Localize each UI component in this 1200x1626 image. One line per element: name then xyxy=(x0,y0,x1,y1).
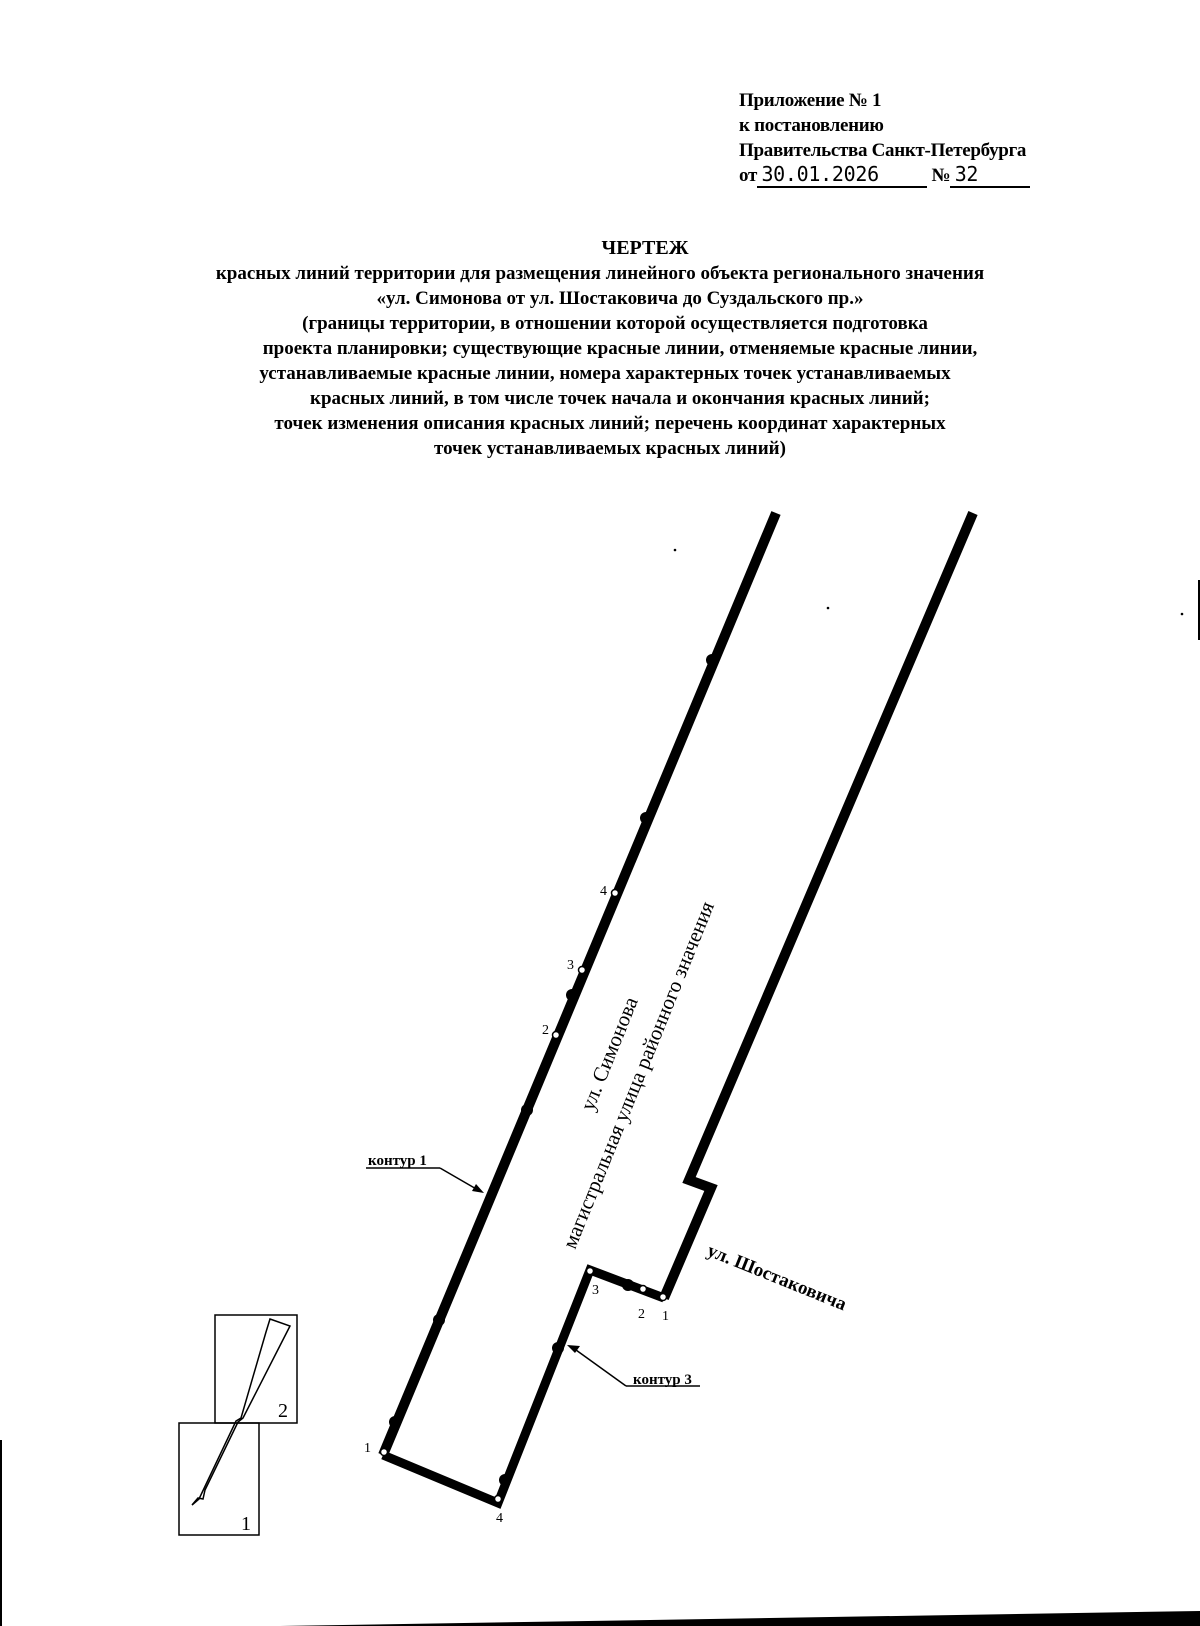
sheet-index-map: 2 1 xyxy=(178,1314,298,1536)
point-3-contour-1 xyxy=(577,965,587,975)
contour-3-label: контур 3 xyxy=(633,1372,692,1388)
title-heading: ЧЕРТЕЖ xyxy=(601,237,689,259)
number-prefix: № xyxy=(931,165,951,186)
number-value: 32 xyxy=(954,162,979,186)
point-1-bottom xyxy=(379,1447,389,1457)
date-value: 30.01.2026 xyxy=(761,162,879,186)
title-line: (границы территории, в отношении которой… xyxy=(302,313,928,334)
scan-edge-artifact xyxy=(0,1440,2,1626)
title-line: «ул. Симонова от ул. Шостаковича до Сузд… xyxy=(376,288,864,309)
appendix-header: Приложение № 1 к постановлению Правитель… xyxy=(739,88,1031,188)
title-line: устанавливаемые красные линии, номера ха… xyxy=(259,363,951,384)
scan-bottom-edge-artifact xyxy=(280,1611,1200,1626)
red-line-contour-3 xyxy=(381,1264,666,1509)
title-line: красных линий, в том числе точек начала … xyxy=(310,388,930,409)
title-line: проекта планировки; существующие красные… xyxy=(262,338,978,359)
point-4-contour-1 xyxy=(610,888,620,898)
appendix-government-label: Правительства Санкт-Петербурга xyxy=(739,140,1027,161)
scan-edge-artifact xyxy=(1198,580,1200,640)
sheet-2-label: 2 xyxy=(278,1400,288,1422)
sheet-1-label: 1 xyxy=(241,1513,251,1535)
point-2-contour-1 xyxy=(551,1030,561,1040)
point-3-contour-3 xyxy=(585,1266,595,1276)
red-line-contour-1 xyxy=(378,511,781,1457)
document-title: ЧЕРТЕЖ красных линий территории для разм… xyxy=(0,236,1200,461)
sheet-1-frame xyxy=(178,1422,260,1536)
title-line: точек устанавливаемых красных линий) xyxy=(434,438,786,459)
date-prefix: от xyxy=(739,165,757,186)
appendix-date-row: от 30.01.2026 № 32 xyxy=(739,162,1031,188)
number-field: 32 xyxy=(950,162,1031,188)
point-label: 1 xyxy=(364,1441,371,1456)
street-main-type: магистральная улица районного значения xyxy=(557,898,719,1252)
appendix-number: Приложение № 1 xyxy=(739,90,882,111)
appendix-resolution-label: к постановлению xyxy=(739,115,884,136)
territory-outline-mini xyxy=(191,1318,292,1506)
scan-specks xyxy=(673,548,1184,616)
point-4-bottom xyxy=(493,1494,503,1504)
title-line: точек изменения описания красных линий; … xyxy=(274,413,946,434)
title-line: красных линий территории для размещения … xyxy=(215,263,985,284)
date-field: 30.01.2026 xyxy=(756,162,927,188)
point-label: 2 xyxy=(638,1307,645,1322)
contour-1-callout: контур 1 xyxy=(366,1153,484,1193)
point-2-contour-3 xyxy=(638,1284,648,1294)
characteristic-points xyxy=(379,888,668,1504)
point-label: 3 xyxy=(567,958,574,973)
street-cross-name: ул. Шостаковича xyxy=(704,1240,850,1315)
point-label: 4 xyxy=(600,884,607,899)
point-label: 2 xyxy=(542,1023,549,1038)
red-line-east xyxy=(659,511,978,1300)
point-label: 1 xyxy=(662,1309,669,1324)
contour-1-label: контур 1 xyxy=(368,1153,427,1169)
point-label: 4 xyxy=(496,1511,503,1526)
contour-3-callout: контур 3 xyxy=(567,1345,700,1388)
change-point-markers xyxy=(389,654,718,1486)
point-label: 3 xyxy=(592,1283,599,1298)
point-1-contour-3 xyxy=(658,1292,668,1302)
